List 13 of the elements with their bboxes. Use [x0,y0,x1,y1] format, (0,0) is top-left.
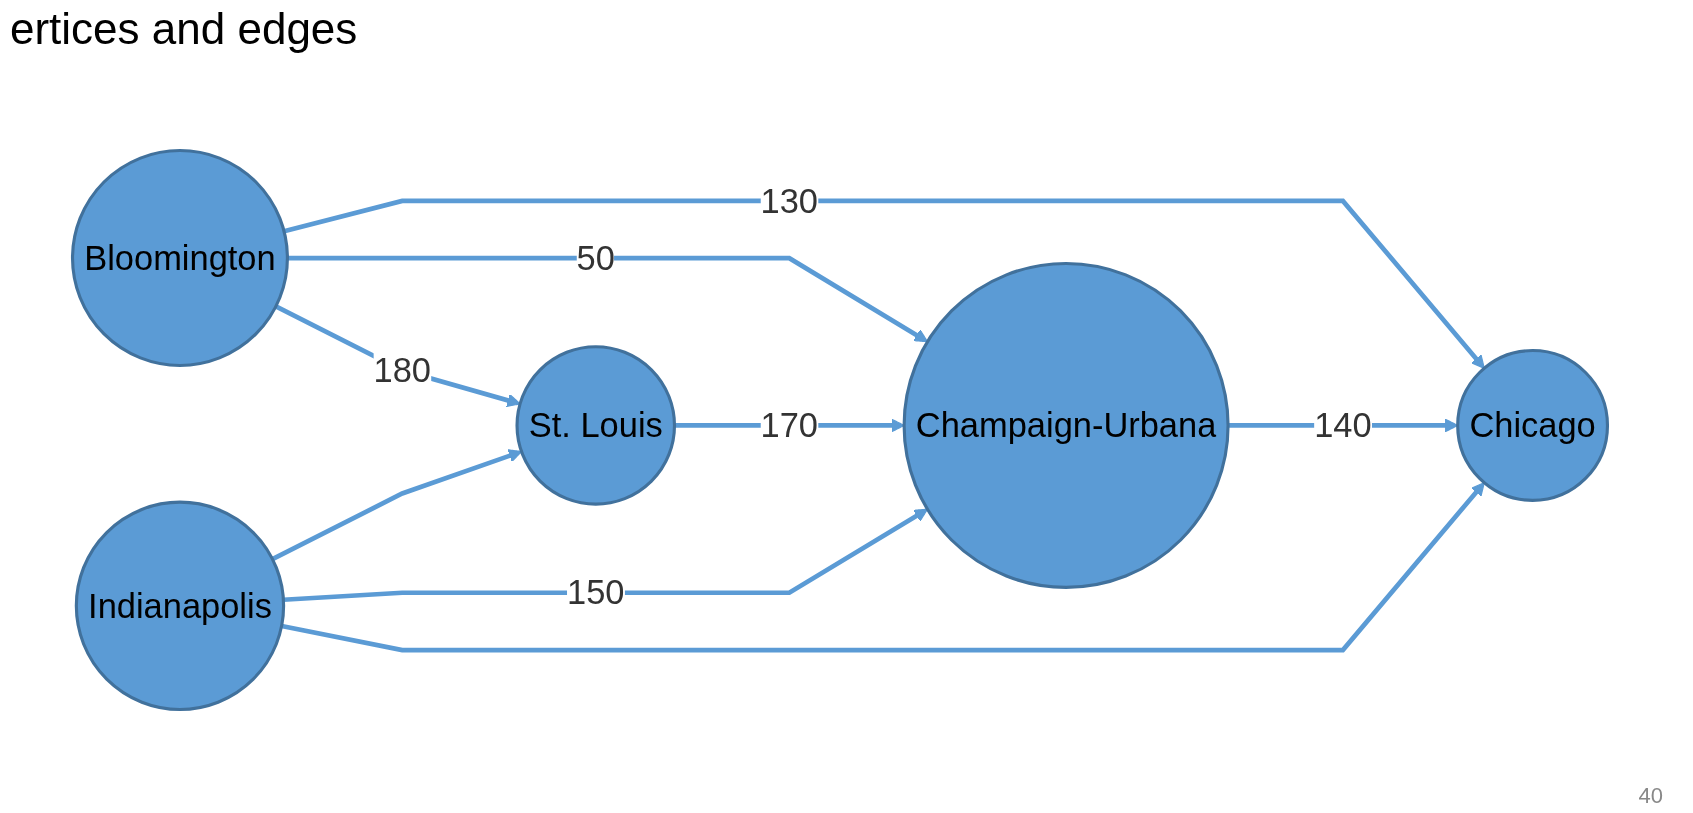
node-circle: Indianapolis [74,500,286,711]
edge-label: 180 [373,350,431,390]
node-circle: Chicago [1456,349,1610,502]
edge-label: 140 [1314,405,1372,446]
edge-label: 170 [760,405,819,446]
slide-title: ertices and edges [10,4,358,54]
node-circle: Bloomington [70,149,289,367]
edge-label: 50 [576,238,615,278]
edge-label: 130 [760,181,819,221]
node-circle: St. Louis [515,345,677,506]
edge-label: 150 [567,573,625,613]
node-circle: Champaign-Urbana [902,261,1230,589]
page-number: 40 [1638,783,1663,808]
